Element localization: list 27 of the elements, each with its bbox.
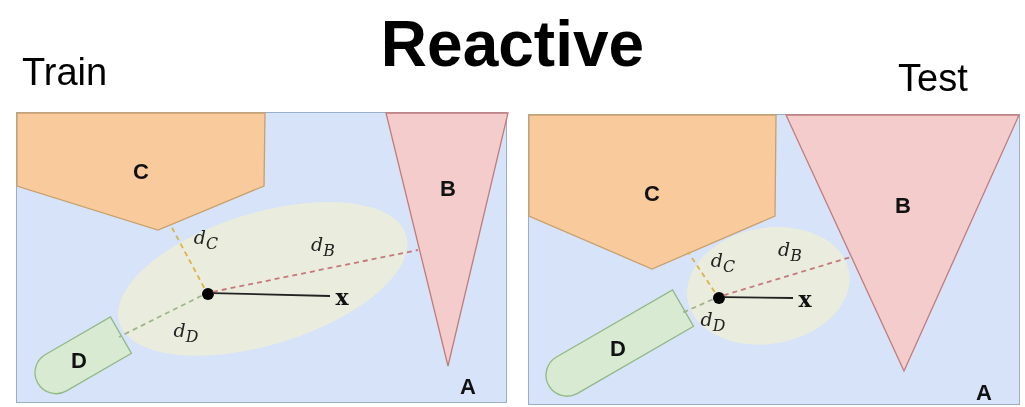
distance-line <box>118 294 203 338</box>
distance-line <box>681 298 714 314</box>
region-label: A <box>460 376 476 398</box>
title: Reactive <box>379 7 646 82</box>
distance-line <box>169 223 206 289</box>
region-label: D <box>71 350 87 372</box>
region-label: C <box>644 183 660 205</box>
distance-line <box>722 256 852 297</box>
edge-label: d$_{C}$ <box>710 251 736 275</box>
workspace-panel <box>528 114 1020 405</box>
edge-label: d$_{B}$ <box>778 240 802 264</box>
variable-label: x <box>331 284 353 310</box>
edge-label: d$_{D}$ <box>700 310 726 334</box>
distance-line <box>687 251 716 293</box>
region-label: A <box>976 382 992 404</box>
region-label: C <box>133 161 149 183</box>
panel-heading: Test <box>898 56 968 100</box>
edge-label: d$_{B}$ <box>311 235 335 259</box>
distance-line <box>212 249 419 293</box>
region-label: B <box>440 178 456 200</box>
panel-heading: Train <box>22 50 108 94</box>
edge-label: d$_{D}$ <box>173 321 199 345</box>
region-label: D <box>610 338 626 360</box>
region-label: B <box>895 195 911 217</box>
edge-label: d$_{C}$ <box>193 228 219 252</box>
workspace-panel <box>16 112 507 403</box>
variable-label: x <box>794 286 816 312</box>
